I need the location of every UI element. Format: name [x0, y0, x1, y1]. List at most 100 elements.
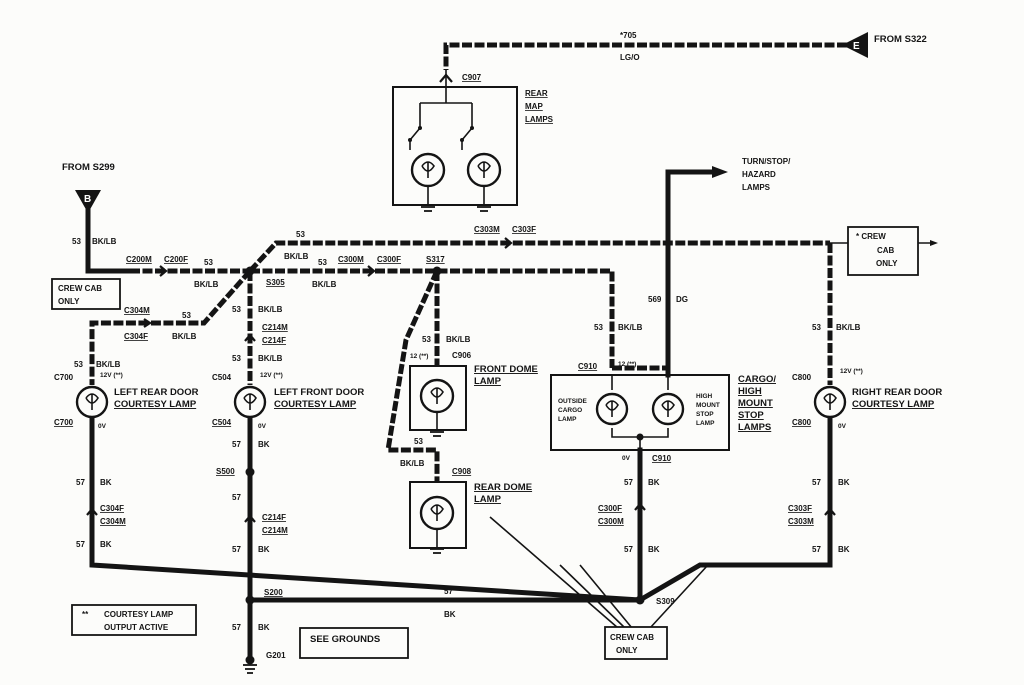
cargo-high-mount-box: [550, 374, 730, 451]
legend-box: ** COURTESY LAMP OUTPUT ACTIVE: [71, 604, 197, 636]
cargo-0v: 0V: [622, 455, 631, 462]
wire-53-left-feed: 53: [72, 237, 81, 246]
left-front-label-2: COURTESY LAMP: [274, 399, 357, 410]
outside-cargo-label-2: CARGO: [558, 407, 582, 414]
wire-s299-feed: [85, 207, 133, 274]
wire-705-color: LG/O: [620, 53, 640, 62]
wire-bk-cargo-b: BK: [648, 545, 660, 554]
right-rear-door-lamp: [813, 385, 847, 419]
connector-b-label: B: [84, 194, 91, 205]
wire-bk-lr-a: BK: [100, 478, 112, 487]
wire-57-rr-a: 57: [812, 478, 821, 487]
c906-label: C906: [452, 351, 472, 360]
connector-marks: [86, 73, 836, 523]
right-rear-label-2: COURTESY LAMP: [852, 399, 935, 410]
wire-705: [443, 42, 847, 70]
wire-53-s317: [250, 268, 615, 368]
high-mount-label-2: MOUNT: [696, 402, 720, 409]
s305-label: S305: [266, 278, 285, 287]
wire-bk-g201: BK: [258, 623, 270, 632]
c304f-bot-label: C304F: [100, 504, 124, 513]
wire-bklb-left-front-a: BK/LB: [258, 305, 283, 314]
wire-53-upper: [248, 240, 830, 273]
crew-cab-bottom-line1: CREW CAB: [610, 633, 654, 642]
wire-bklb-left-front-b: BK/LB: [258, 354, 283, 363]
g201-dot: [245, 655, 255, 665]
wiring: [85, 42, 935, 663]
wire-53-c304: 53: [182, 311, 191, 320]
cargo-label-1: CARGO/: [738, 374, 776, 385]
wire-57-cargo-a: 57: [624, 478, 633, 487]
wire-bklb-s305: BK/LB: [194, 280, 219, 289]
left-front-door-lamp: [233, 385, 267, 419]
rear-map-label-3: LAMPS: [525, 115, 554, 124]
wire-53-left-front-b: 53: [232, 354, 241, 363]
wire-bklb-left-feed: BK/LB: [92, 237, 117, 246]
wire-705-number: *705: [620, 31, 637, 40]
wire-57-lf-b: 57: [232, 493, 241, 502]
s309-dot: [635, 595, 645, 605]
wire-53-mid: 53: [318, 258, 327, 267]
wire-53-upper-left: 53: [296, 230, 305, 239]
wire-bk-lf-c: BK: [258, 545, 270, 554]
right-rear-12v: 12V (**): [840, 368, 863, 375]
see-grounds-box: SEE GROUNDS: [299, 627, 409, 659]
wire-569: 569: [648, 295, 662, 304]
outside-cargo-label-3: LAMP: [558, 416, 577, 423]
splices: [245, 266, 645, 665]
s305-dot: [245, 266, 255, 276]
s200-label: S200: [264, 588, 283, 597]
crew-cab-left-line1: CREW CAB: [58, 284, 102, 293]
c214f-bot-label: C214F: [262, 513, 286, 522]
left-rear-label-2: COURTESY LAMP: [114, 399, 197, 410]
left-rear-door-lamp: [75, 385, 109, 419]
wire-57-lr-b: 57: [76, 540, 85, 549]
terminal-markers: E B: [75, 32, 938, 246]
wire-dg: DG: [676, 295, 688, 304]
wire-57-left-rear: [89, 417, 643, 603]
turn-stop-label-3: LAMPS: [742, 183, 771, 192]
high-mount-label-1: HIGH: [696, 393, 713, 400]
labels: FROM S322 *705 LG/O C907 REAR MAP LAMPS …: [54, 31, 942, 660]
c303f-label: C303F: [512, 225, 536, 234]
c504-bot-label: C504: [212, 418, 232, 427]
legend-line2: OUTPUT ACTIVE: [104, 623, 169, 632]
wire-57-right-rear: [636, 417, 833, 604]
c303f-bot-label: C303F: [788, 504, 812, 513]
wire-57-rr-b: 57: [812, 545, 821, 554]
s317-dot: [432, 266, 442, 276]
wire-57-lr-a: 57: [76, 478, 85, 487]
cargo-label-4: STOP: [738, 410, 764, 421]
front-dome-label-2: LAMP: [474, 376, 502, 387]
high-mount-label-3: STOP: [696, 411, 714, 418]
s500-label: S500: [216, 467, 235, 476]
crew-cab-right-line2: CAB: [877, 246, 895, 255]
c907-label: C907: [462, 73, 482, 82]
wire-53-left-rear: 53: [74, 360, 83, 369]
c300m-bot-label: C300M: [598, 517, 624, 526]
c700-top-label: C700: [54, 373, 74, 382]
wire-bklb-c304: BK/LB: [172, 332, 197, 341]
turn-stop-label-2: HAZARD: [742, 170, 776, 179]
c910-top-label: C910: [578, 362, 598, 371]
ground-g201-symbol: [243, 664, 257, 674]
wire-bk-lf-a: BK: [258, 440, 270, 449]
wire-53-cargo: 53: [594, 323, 603, 332]
c300f-label: C300F: [377, 255, 401, 264]
c214m-bot-label: C214M: [262, 526, 288, 535]
wire-53-rear-dome: 53: [414, 437, 423, 446]
s200-dot: [245, 595, 255, 605]
front-dome-lamp-box: [409, 365, 467, 437]
c700-bot-label: C700: [54, 418, 74, 427]
wire-53-c200: 53: [204, 258, 213, 267]
g201-label: G201: [266, 651, 286, 660]
c214f-top-label: C214F: [262, 336, 286, 345]
left-rear-0v: 0V: [98, 423, 107, 430]
front-dome-label-1: FRONT DOME: [474, 364, 538, 375]
c504-top-label: C504: [212, 373, 232, 382]
cargo-12v: 12 (**): [618, 361, 636, 368]
turn-stop-label-1: TURN/STOP/: [742, 157, 791, 166]
c304m-top-label: C304M: [124, 306, 150, 315]
cargo-label-3: MOUNT: [738, 398, 773, 409]
